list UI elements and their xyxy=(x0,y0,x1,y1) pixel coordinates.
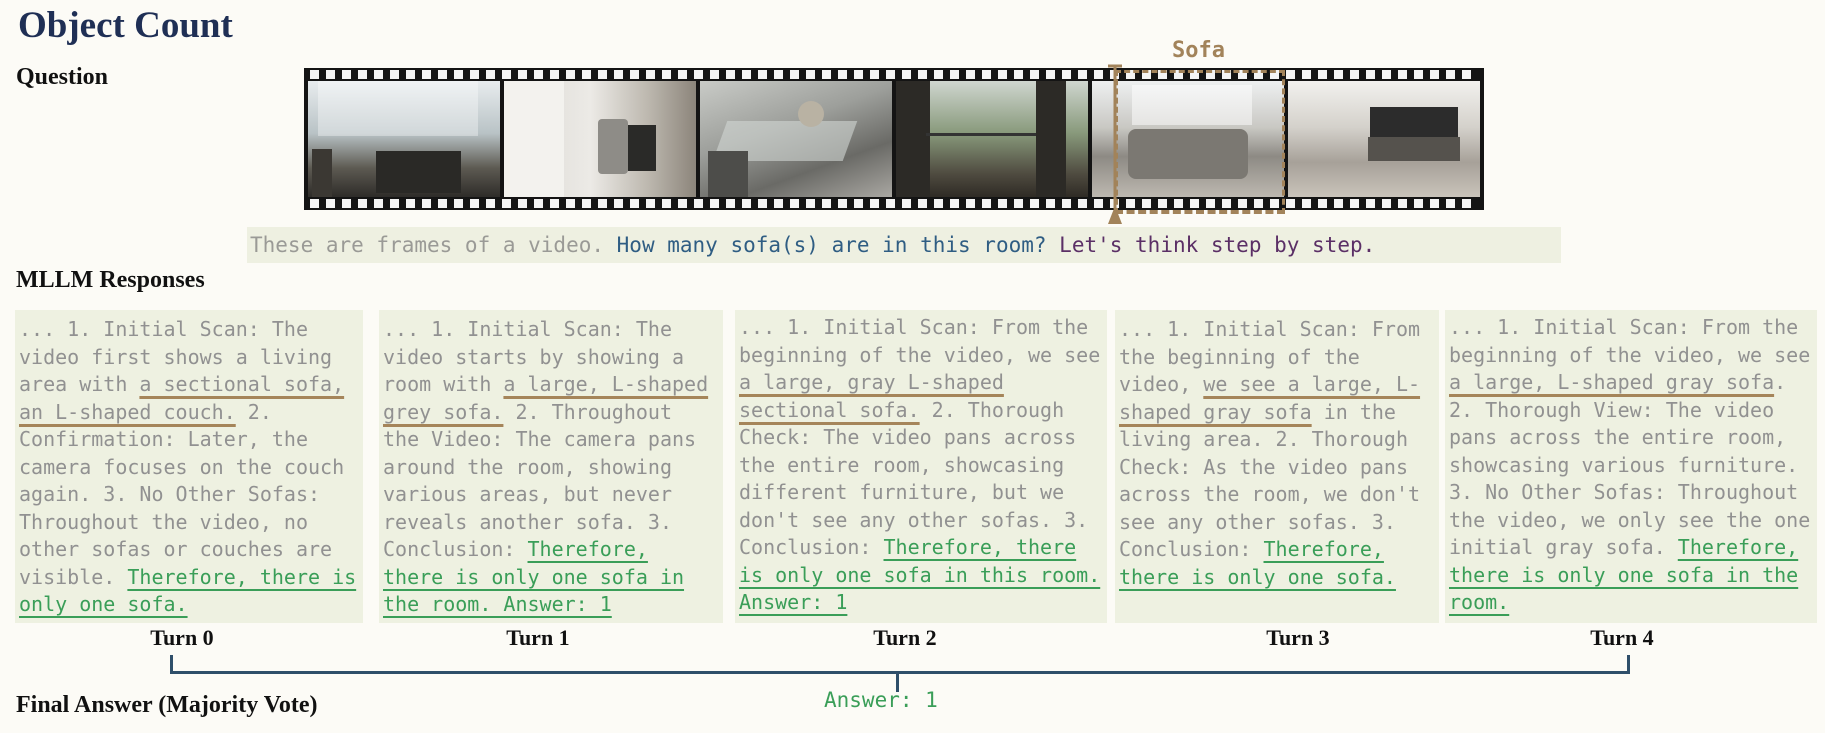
answer-highlight: Therefore, there is only one sofa in the… xyxy=(383,537,685,616)
sofa-marker-bar xyxy=(1108,64,1122,224)
sofa-highlight: a large, L-shaped gray sofa xyxy=(1449,370,1775,394)
majority-vote-bracket xyxy=(170,671,1630,674)
sofa-annotation-label: Sofa xyxy=(1172,38,1225,63)
response-box-turn-3: ... 1. Initial Scan: From the beginning … xyxy=(1115,310,1439,623)
figure-title: Object Count xyxy=(18,5,233,46)
question-prompt: These are frames of a video. How many so… xyxy=(247,227,1561,263)
turn-label-1: Turn 1 xyxy=(506,625,570,650)
response-text: ... 1. Initial Scan: The video starts by… xyxy=(383,317,685,396)
responses-label: MLLM Responses xyxy=(16,267,205,293)
video-frame-3 xyxy=(700,81,892,197)
question-label: Question xyxy=(16,64,109,90)
turn-label-2: Turn 2 xyxy=(873,625,937,650)
answer-highlight: Therefore, there is only one sofa. xyxy=(19,564,357,617)
question-prefix: These are frames of a video. xyxy=(250,233,617,257)
response-text: 2. Throughout the Video: The camera pans… xyxy=(383,399,697,562)
turn-label-3: Turn 3 xyxy=(1266,625,1330,650)
video-frame-5 xyxy=(1092,81,1284,197)
response-text: in the living area. 2. Thorough Check: A… xyxy=(1119,399,1421,562)
film-perforations-bottom xyxy=(310,199,1478,208)
bracket-stem xyxy=(896,671,899,692)
video-frame-6 xyxy=(1288,81,1480,197)
response-box-turn-0: ... 1. Initial Scan: The video first sho… xyxy=(15,310,363,623)
sofa-highlight: a large, gray L-shaped sectional sofa. xyxy=(739,370,1004,422)
response-box-turn-4: ... 1. Initial Scan: From the beginning … xyxy=(1445,310,1817,623)
answer-highlight: Therefore, there is only one sofa. xyxy=(1119,537,1396,589)
response-text: 2. Thorough Check: The video pans across… xyxy=(739,397,1089,560)
response-text: ... 1. Initial Scan: The video first sho… xyxy=(19,317,333,396)
response-text: ... 1. Initial Scan: From the beginning … xyxy=(739,315,1101,367)
answer-highlight: Therefore, there is only one sofa in thi… xyxy=(739,535,1101,614)
response-text: . 2. Thorough View: The video pans acros… xyxy=(1449,370,1811,559)
turn-label-4: Turn 4 xyxy=(1590,625,1654,650)
final-answer-label: Final Answer (Majority Vote) xyxy=(16,692,318,718)
video-frame-2 xyxy=(504,81,696,197)
final-answer-value: Answer: 1 xyxy=(824,688,938,712)
response-text: ... 1. Initial Scan: From the beginning … xyxy=(1119,317,1421,396)
bracket-tick-turn-0 xyxy=(170,655,173,674)
bracket-tick-turn-4 xyxy=(1627,655,1630,674)
sofa-highlight: a large, L-shaped grey sofa. xyxy=(383,372,709,424)
video-frame-1 xyxy=(308,81,500,197)
sofa-highlight: a sectional sofa, an L-shaped couch. xyxy=(19,372,345,424)
sofa-highlight: we see a large, L-shaped gray sofa xyxy=(1119,372,1421,424)
answer-highlight: Therefore, there is only one sofa in the… xyxy=(1449,535,1799,614)
response-box-turn-2: ... 1. Initial Scan: From the beginning … xyxy=(735,310,1107,623)
question-main: How many sofa(s) are in this room? xyxy=(616,233,1047,257)
turn-label-0: Turn 0 xyxy=(150,625,214,650)
response-box-turn-1: ... 1. Initial Scan: The video starts by… xyxy=(379,310,723,623)
video-frame-4 xyxy=(896,81,1088,197)
film-perforations-top xyxy=(310,70,1478,79)
question-suffix: Let's think step by step. xyxy=(1046,233,1376,257)
response-text: 2. Confirmation: Later, the camera focus… xyxy=(19,399,345,589)
sofa-bounding-box xyxy=(1115,70,1285,214)
video-film-strip xyxy=(304,68,1484,210)
response-text: ... 1. Initial Scan: From the beginning … xyxy=(1449,315,1811,367)
